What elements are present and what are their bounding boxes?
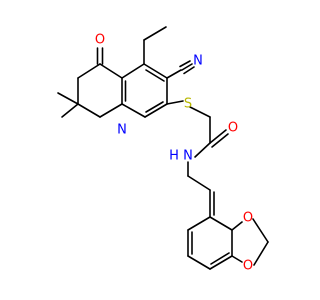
bond <box>145 101 164 113</box>
bond <box>143 26 167 41</box>
bond <box>77 103 101 118</box>
bond <box>183 66 195 75</box>
bond <box>187 175 211 191</box>
atom-n-nitrile: N <box>193 54 203 69</box>
atom-o-dioxole-top: O <box>243 211 253 226</box>
atom-labels: O N N S O N H O O <box>95 33 253 274</box>
molecule-structure: O N N S O N H O O <box>57 26 269 274</box>
atom-o-amide: O <box>228 121 238 136</box>
bonds <box>57 26 269 270</box>
bond <box>121 63 145 79</box>
atom-n-amide: N <box>183 149 193 164</box>
bond <box>253 241 269 266</box>
atom-n-ring: N <box>117 123 127 138</box>
molecule-canvas: O N N S O N H O O <box>57 26 269 274</box>
bond <box>166 100 184 105</box>
bond <box>231 255 243 263</box>
bond <box>143 63 168 79</box>
bond <box>231 221 243 231</box>
bond <box>209 129 227 144</box>
bond <box>166 69 182 79</box>
atom-o-ketone: O <box>95 33 105 48</box>
bond <box>145 69 165 82</box>
bond <box>61 103 79 118</box>
bond <box>99 103 123 118</box>
bond <box>187 255 211 270</box>
atom-o-dioxole-bottom: O <box>243 259 253 274</box>
bond <box>210 252 230 265</box>
bond <box>144 103 168 118</box>
bond <box>99 63 123 79</box>
bond <box>194 142 211 158</box>
bond <box>181 63 193 71</box>
bond <box>252 218 269 243</box>
atom-s: S <box>184 97 192 112</box>
bond <box>209 216 233 231</box>
bond <box>209 255 233 270</box>
atom-h-amide: H <box>169 149 179 164</box>
bond <box>57 92 79 105</box>
bond <box>121 103 146 118</box>
bond <box>211 133 229 148</box>
bond <box>189 106 211 118</box>
bond <box>187 216 211 231</box>
bond <box>179 60 191 68</box>
bond <box>77 63 101 79</box>
